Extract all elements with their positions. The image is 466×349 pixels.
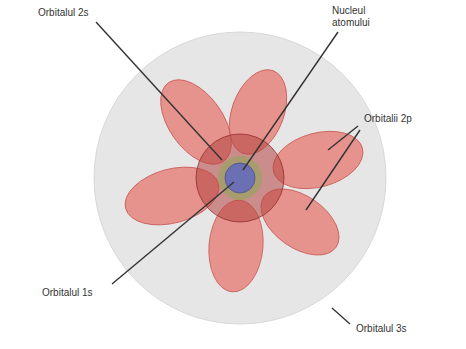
- callout-label: Orbitalii 2p: [362, 112, 414, 126]
- orbital-1s: [218, 156, 262, 200]
- nucleus: [225, 163, 255, 193]
- orbital-3s-shell: [94, 32, 386, 324]
- callout-label: Orbitalul 2s: [36, 6, 91, 20]
- leader-lines: [96, 22, 360, 324]
- orbital-2s: [196, 134, 284, 222]
- callout-label: Orbitalul 3s: [354, 322, 409, 336]
- callout-label: Orbitalul 1s: [40, 286, 95, 300]
- orbital-2p-lobes: [119, 62, 370, 294]
- callout-label: Nucleul atomului: [330, 4, 394, 30]
